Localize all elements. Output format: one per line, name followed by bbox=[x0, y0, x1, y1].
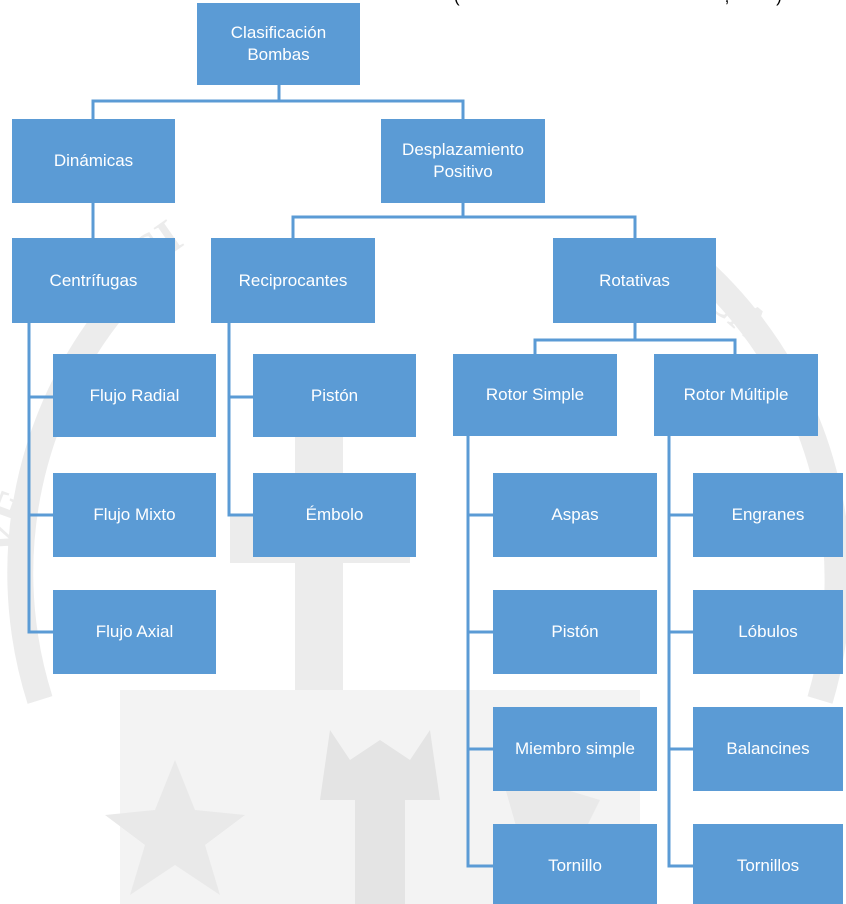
node-dinamicas: Dinámicas bbox=[12, 119, 175, 203]
node-aspas: Aspas bbox=[493, 473, 657, 557]
node-flujo-radial: Flujo Radial bbox=[53, 354, 216, 437]
node-piston-reciprocante: Pistón bbox=[253, 354, 416, 437]
node-piston-rotativa: Pistón bbox=[493, 590, 657, 674]
node-embolo: Émbolo bbox=[253, 473, 416, 557]
node-flujo-mixto: Flujo Mixto bbox=[53, 473, 216, 557]
node-miembro-simple: Miembro simple bbox=[493, 707, 657, 791]
node-balancines: Balancines bbox=[693, 707, 843, 791]
node-tornillos: Tornillos bbox=[693, 824, 843, 904]
node-lobulos: Lóbulos bbox=[693, 590, 843, 674]
node-clasificacion-bombas: Clasificación Bombas bbox=[197, 3, 360, 85]
node-rotativas: Rotativas bbox=[553, 238, 716, 323]
node-centrifugas: Centrífugas bbox=[12, 238, 175, 323]
node-flujo-axial: Flujo Axial bbox=[53, 590, 216, 674]
node-desplazamiento-positivo: Desplazamiento Positivo bbox=[381, 119, 545, 203]
cropped-caption: (, ) bbox=[454, 0, 782, 7]
node-engranes: Engranes bbox=[693, 473, 843, 557]
node-reciprocantes: Reciprocantes bbox=[211, 238, 375, 323]
node-rotor-simple: Rotor Simple bbox=[453, 354, 617, 436]
node-tornillo: Tornillo bbox=[493, 824, 657, 904]
node-rotor-multiple: Rotor Múltiple bbox=[654, 354, 818, 436]
